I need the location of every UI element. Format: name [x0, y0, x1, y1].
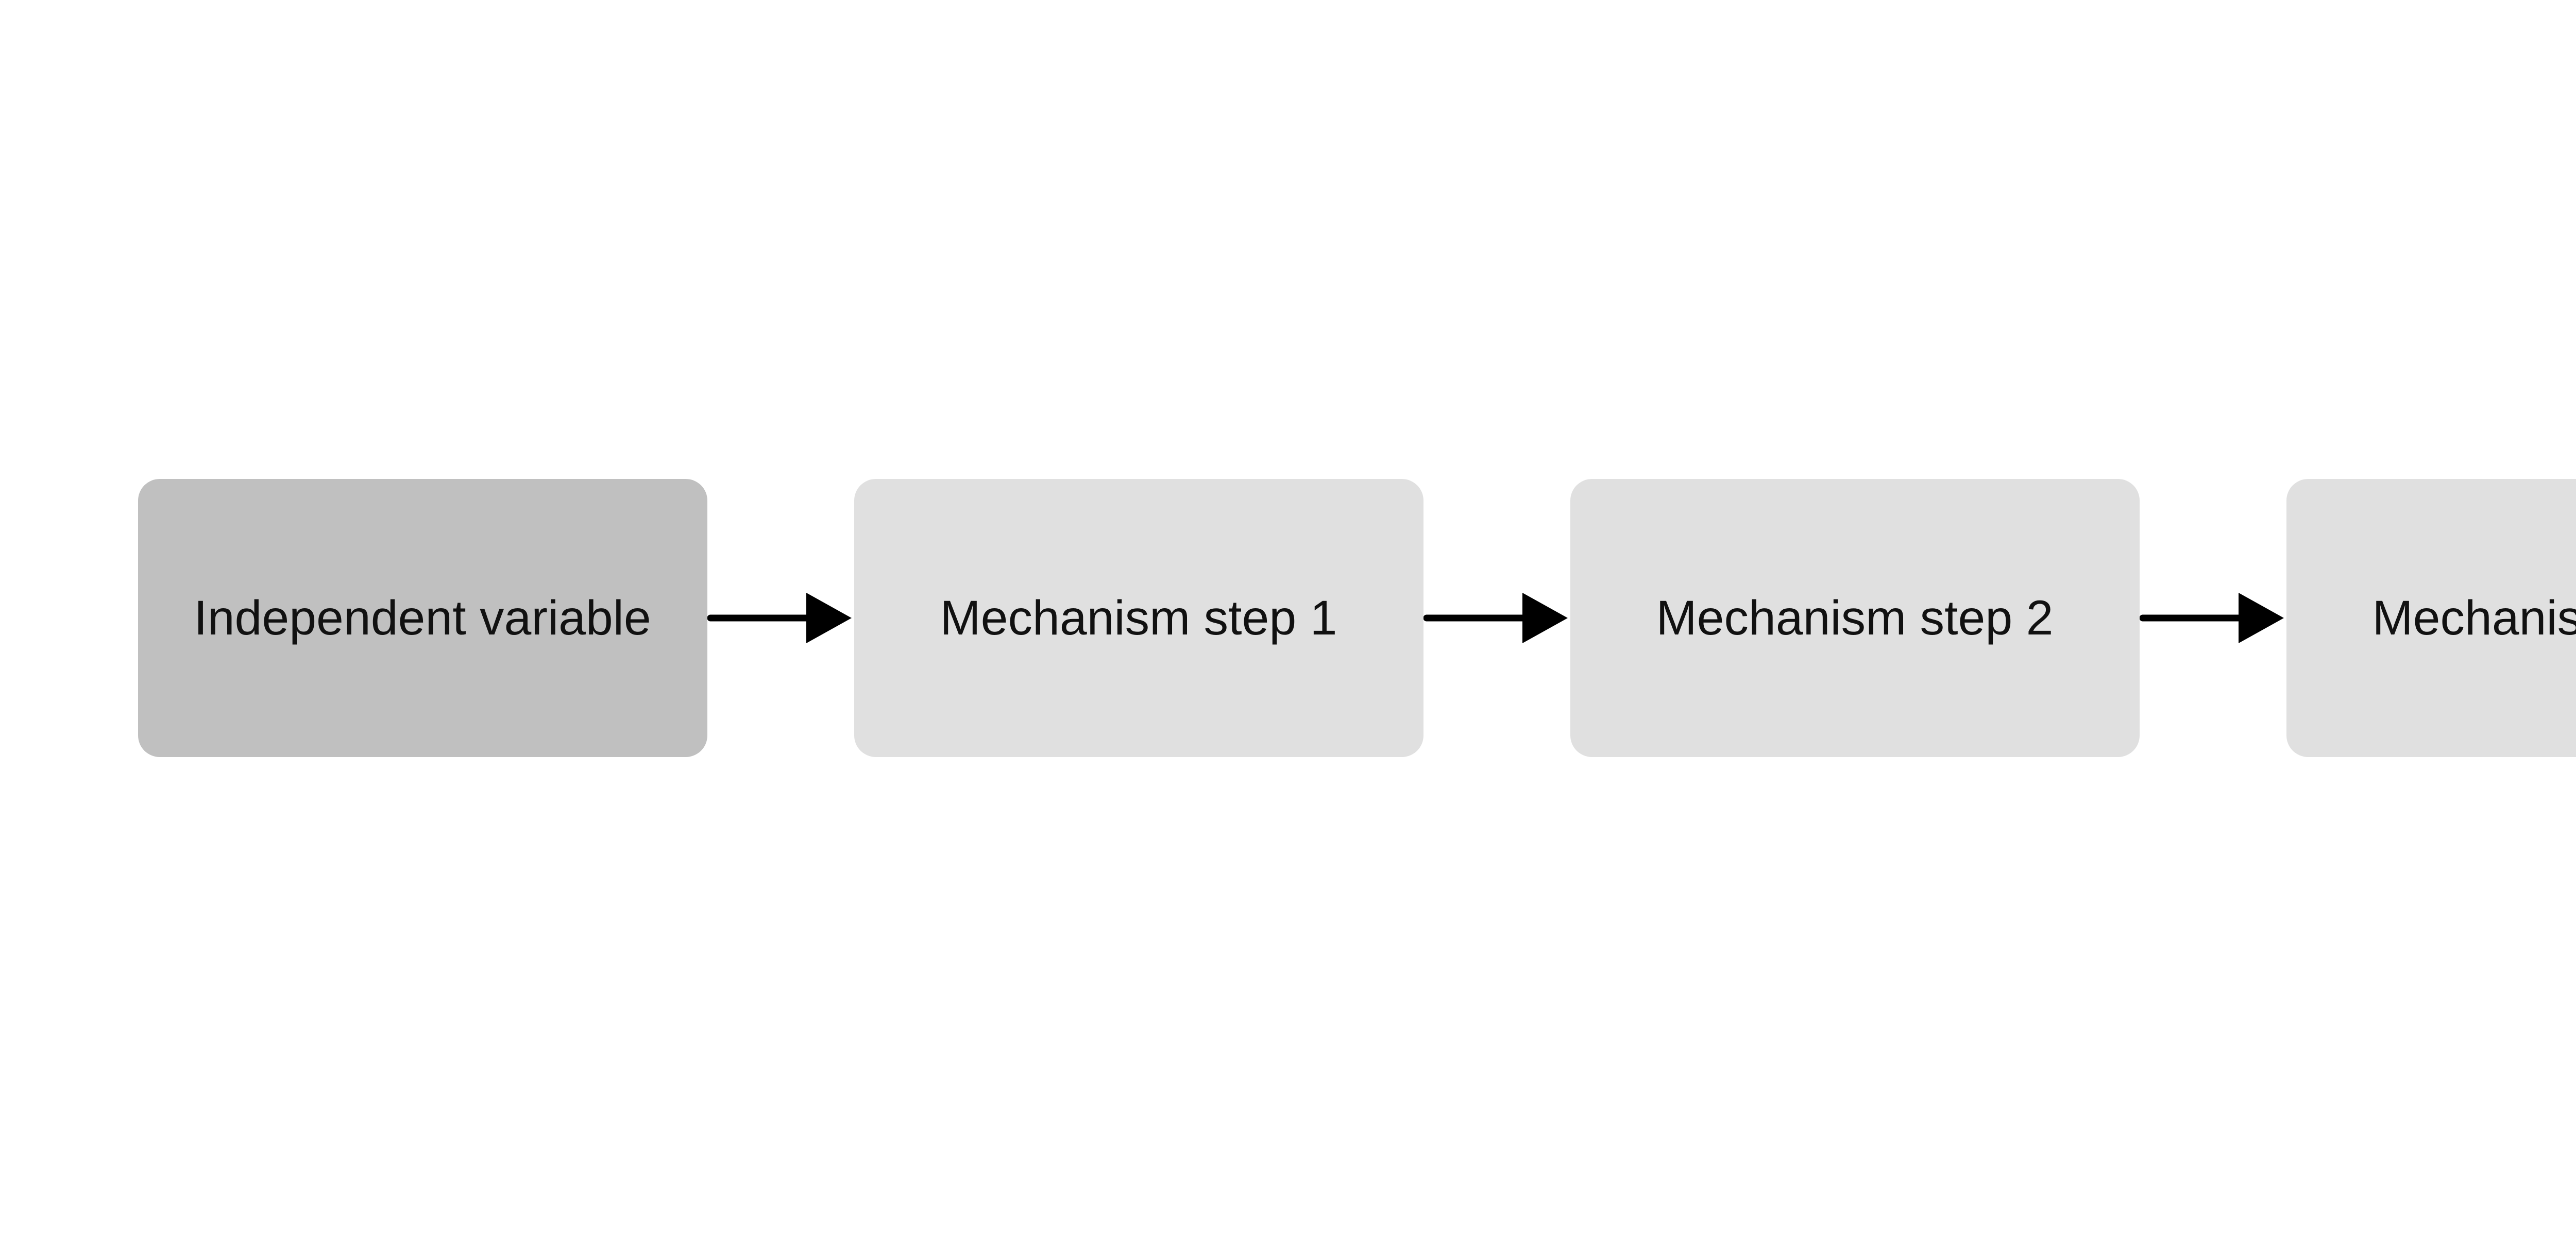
edge-1 — [707, 479, 854, 757]
edge-2 — [1423, 479, 1570, 757]
node-independent-variable: Independent variable — [138, 479, 707, 757]
flowchart: Independent variable Mechanism step 1 Me… — [138, 479, 2576, 757]
arrow-right-icon — [1423, 593, 1568, 643]
node-mechanism-step-3: Mechanism step 3 — [2286, 479, 2576, 757]
node-mechanism-step-1: Mechanism step 1 — [854, 479, 1423, 757]
node-mechanism-step-2: Mechanism step 2 — [1570, 479, 2140, 757]
edge-3 — [2139, 479, 2286, 757]
arrow-right-icon — [2139, 593, 2284, 643]
arrow-right-icon — [707, 593, 852, 643]
